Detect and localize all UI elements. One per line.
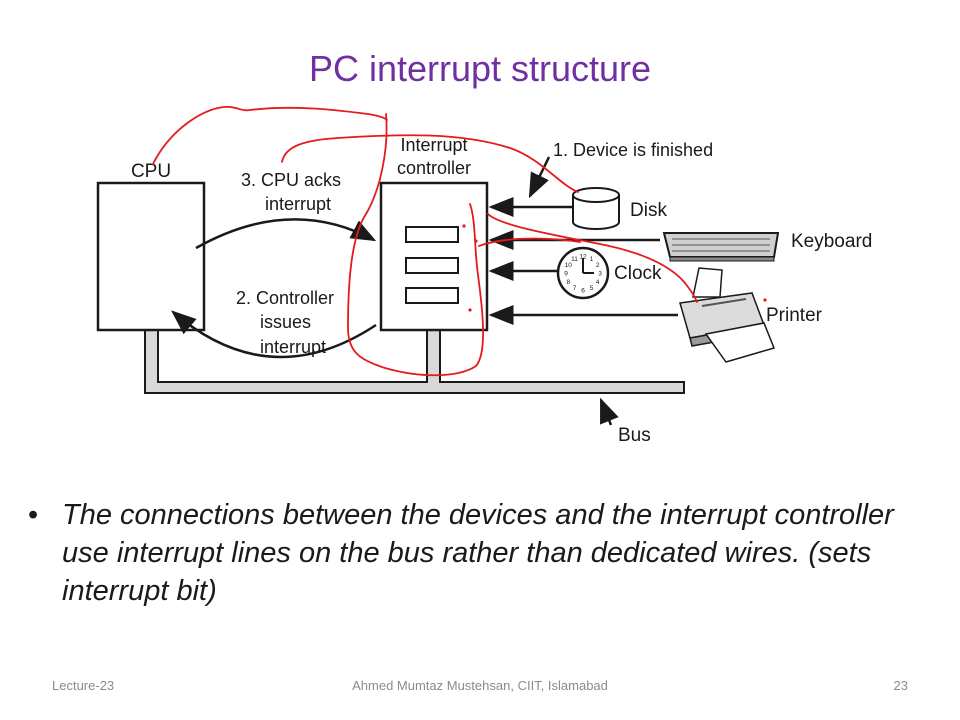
clock-number: 9 [564,271,568,278]
step3-line1: 3. CPU acks [241,170,341,190]
keyboard-icon [662,232,780,262]
step1-arrow [528,156,551,199]
clock-number: 6 [581,288,585,295]
disk-label: Disk [630,200,667,221]
clock-number: 4 [596,279,600,286]
clock-number: 5 [590,285,594,292]
footer-left: Lecture-23 [52,678,115,693]
clock-number: 10 [565,262,573,269]
clock-number: 3 [598,271,602,278]
printer-icon [679,267,776,363]
cpu-box [96,181,206,332]
step3-line2: interrupt [265,194,331,214]
bullet-dot: • [28,499,39,531]
step1-label: 1. Device is finished [553,140,713,160]
bus-arrow [599,397,619,426]
controller-slot-2 [405,257,459,274]
bullet-text: The connections between the devices and … [62,499,894,607]
controller-label-line1: Interrupt [400,135,467,155]
controller-label-line2: controller [397,158,471,178]
red-dots [462,224,767,312]
clock-number: 7 [573,285,577,292]
disk-icon [572,187,620,230]
slide-title: PC interrupt structure [308,48,652,89]
bus [144,329,685,394]
bus-label: Bus [618,425,651,446]
clock-number: 2 [596,262,600,269]
bullet-block: • The connections between the devices an… [28,496,908,610]
clock-number: 1 [590,256,594,263]
controller-box [379,181,489,332]
ack-arrow [195,218,377,250]
printer-label: Printer [766,305,823,326]
interrupt-diagram: CPU Interrupt controller 3. CPU acks int… [96,106,872,446]
step2-line3: interrupt [260,337,326,357]
clock-number: 8 [566,279,570,286]
step2-line1: 2. Controller [236,288,334,308]
controller-slot-3 [405,287,459,304]
clock-number: 12 [579,254,587,261]
controller-slot-1 [405,226,459,243]
cpu-label: CPU [131,161,171,182]
clock-number: 11 [571,256,578,263]
clock-label: Clock [614,263,662,284]
step2-line2: issues [260,312,311,332]
red-annotation [152,106,698,377]
footer-center: Ahmed Mumtaz Mustehsan, CIIT, Islamabad [352,678,608,693]
footer-right: 23 [893,678,908,693]
keyboard-label: Keyboard [791,231,872,252]
